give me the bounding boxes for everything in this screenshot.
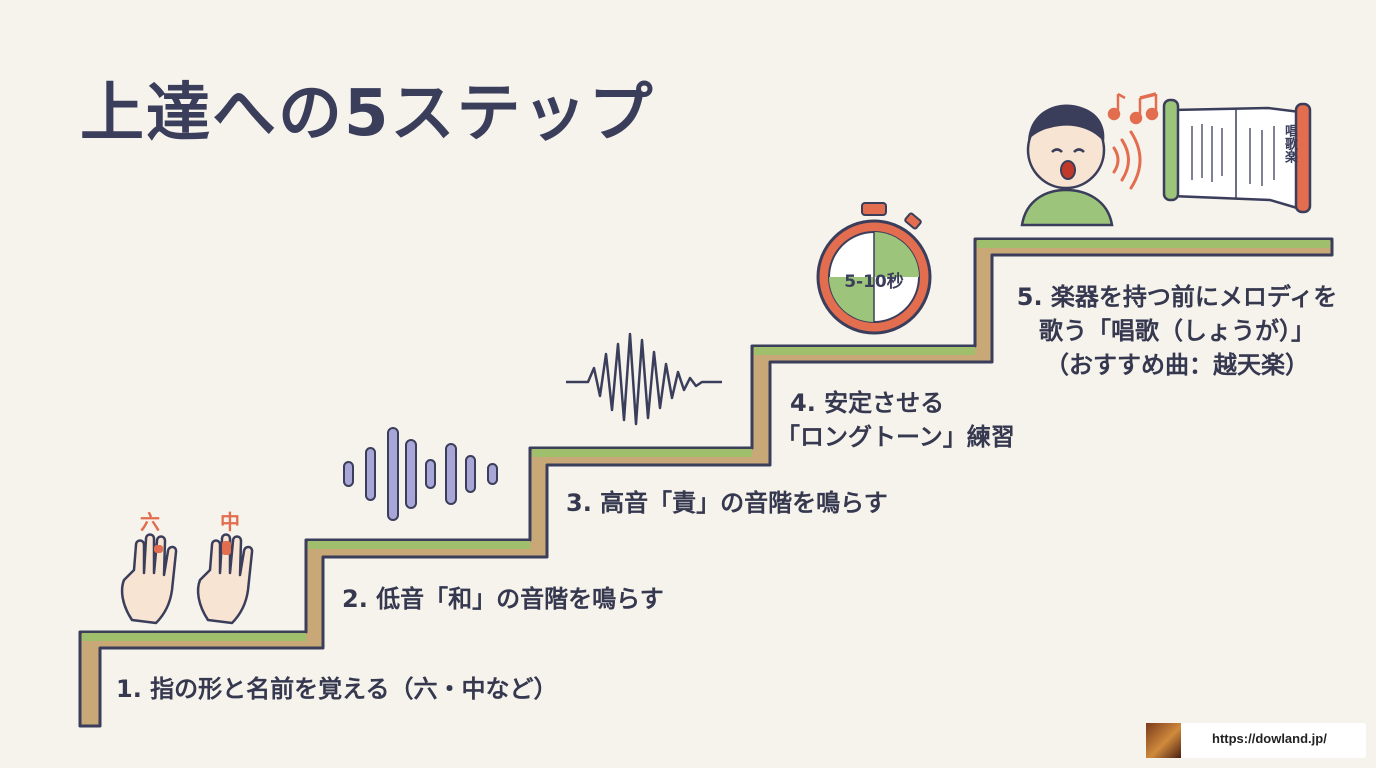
step-4-label: 4. 安定させる 「ロングトーン」練習: [776, 386, 1015, 454]
step-5-line-3: （おすすめ曲：越天楽）: [1045, 351, 1309, 379]
step-1-label: 1. 指の形と名前を覚える（六・中など）: [116, 675, 558, 703]
step-5-label: 5. 楽器を持つ前にメロディを 歌う「唱歌（しょうが）」 （おすすめ曲：越天楽）: [1002, 280, 1352, 382]
sound-bars-icon: [343, 427, 498, 521]
step-4-line-1: 4. 安定させる: [790, 389, 945, 417]
music-notes-icon: [1107, 92, 1159, 125]
step-4-line-2: 「ロングトーン」練習: [776, 423, 1015, 451]
step-5-line-2: 歌う「唱歌（しょうが）」: [1039, 317, 1315, 345]
page-title: 上達への5ステップ: [80, 77, 655, 151]
songbook-scroll-icon: [1162, 98, 1312, 214]
timer-label: 5-10秒: [844, 272, 904, 292]
source-url[interactable]: https://dowland.jp/: [1212, 731, 1327, 746]
tread-5: [977, 240, 1330, 248]
step-2-label: 2. 低音「和」の音階を鳴らす: [342, 585, 664, 613]
sound-waves-icon: [1112, 130, 1142, 190]
finger-label-roku: 六: [140, 510, 160, 534]
hand-icon-right: [196, 533, 254, 625]
tread-2: [308, 541, 530, 549]
tread-1: [82, 633, 306, 641]
tread-3: [532, 449, 752, 457]
finger-label-naka: 中: [220, 510, 240, 534]
singing-person-icon: [1020, 104, 1114, 227]
source-badge[interactable]: https://dowland.jp/: [1146, 723, 1366, 758]
site-thumbnail: [1146, 723, 1181, 758]
tread-4: [754, 347, 975, 355]
book-title: 唱歌楽: [1282, 124, 1297, 163]
stopwatch-icon: [816, 202, 932, 335]
step-5-line-1: 5. 楽器を持つ前にメロディを: [1016, 283, 1338, 311]
step-3-label: 3. 高音「責」の音階を鳴らす: [566, 489, 888, 517]
staircase: [78, 237, 1334, 728]
sound-wave-icon: [566, 332, 722, 426]
hand-icon-left: [120, 533, 178, 625]
